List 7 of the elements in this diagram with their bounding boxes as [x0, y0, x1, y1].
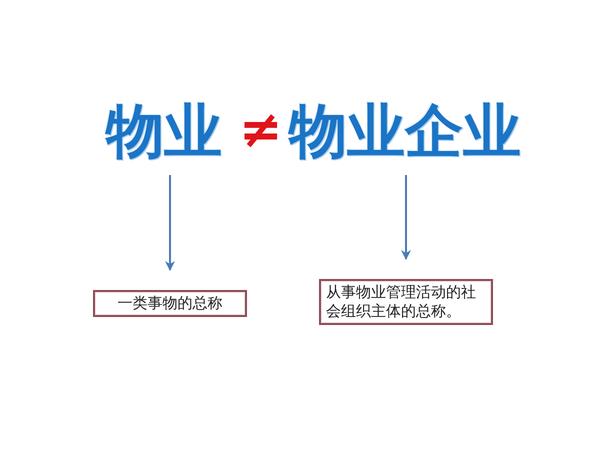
arrow — [165, 175, 175, 271]
term-text: 物业 — [106, 91, 222, 171]
arrow — [401, 175, 411, 260]
not-equal-sign: ≠ — [239, 100, 283, 160]
definition-box: 从事物业管理活动的社会组织主体的总称。 — [319, 279, 493, 325]
definition-box: 一类事物的总称 — [93, 290, 247, 317]
term-text: 物业企业 — [289, 91, 521, 171]
